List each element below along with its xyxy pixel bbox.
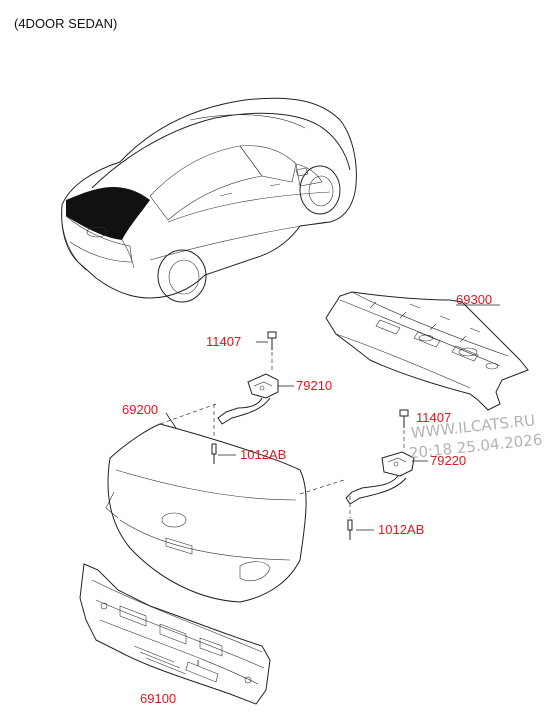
leader-lines xyxy=(165,304,500,666)
bolt-right xyxy=(399,409,409,450)
variant-label: (4DOOR SEDAN) xyxy=(14,16,118,31)
hinge-left xyxy=(217,373,279,425)
label-69200[interactable]: 69200 xyxy=(122,402,158,417)
label-69100[interactable]: 69100 xyxy=(140,691,176,706)
trunk-lid xyxy=(105,403,345,603)
label-69300[interactable]: 69300 xyxy=(456,292,492,307)
back-panel xyxy=(79,563,271,705)
car-illustration xyxy=(61,97,357,303)
label-79210[interactable]: 79210 xyxy=(296,378,332,393)
label-1012ab-right[interactable]: 1012AB xyxy=(378,522,424,537)
bolt-1012ab-right xyxy=(347,496,353,540)
label-11407-left[interactable]: 11407 xyxy=(206,334,241,349)
hinge-right xyxy=(345,451,415,505)
bolt-left xyxy=(267,331,277,372)
label-79220[interactable]: 79220 xyxy=(430,453,466,468)
rear-package-tray xyxy=(325,291,529,411)
bolt-1012ab-left xyxy=(211,404,217,464)
label-11407-right[interactable]: 11407 xyxy=(416,410,451,425)
label-1012ab-left[interactable]: 1012AB xyxy=(240,447,286,462)
